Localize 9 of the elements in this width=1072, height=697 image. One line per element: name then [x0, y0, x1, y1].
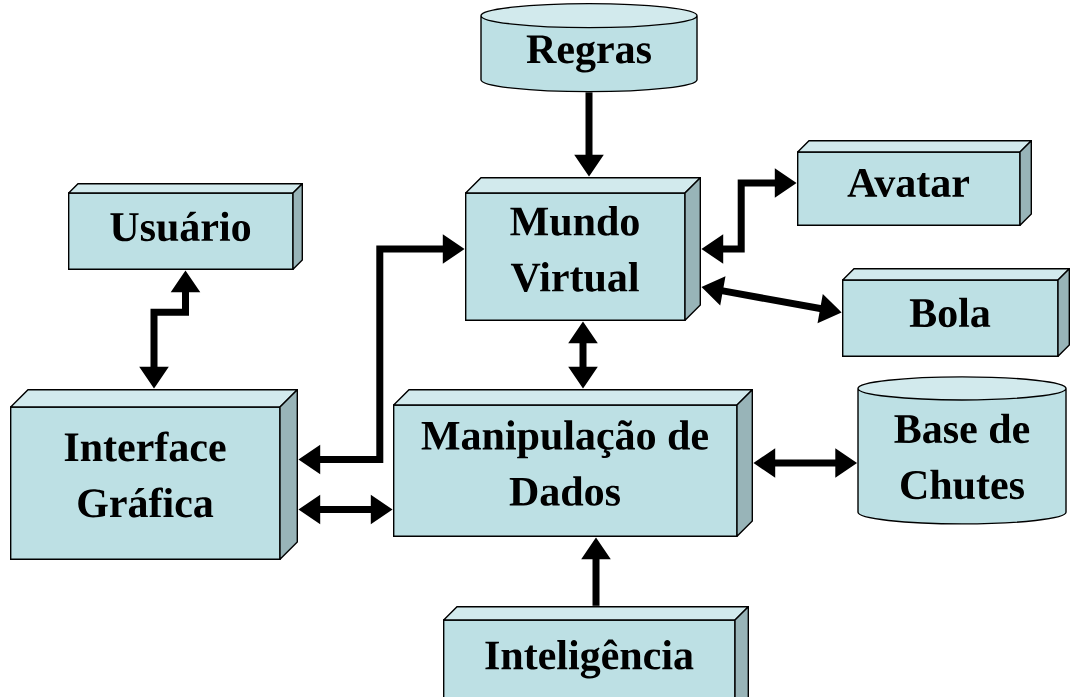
- box-3d: Inteligência: [443, 606, 749, 697]
- box-3d: Interface Gráfica: [10, 389, 298, 560]
- box-3d: Bola: [842, 268, 1070, 357]
- database-cylinder: Base de Chutes: [857, 376, 1067, 525]
- box-3d: Usuário: [68, 183, 303, 270]
- database-cylinder: Regras: [480, 2, 698, 93]
- box-3d: Avatar: [797, 140, 1032, 226]
- box-3d: Manipulação de Dados: [393, 389, 753, 537]
- box-3d: Mundo Virtual: [465, 177, 701, 321]
